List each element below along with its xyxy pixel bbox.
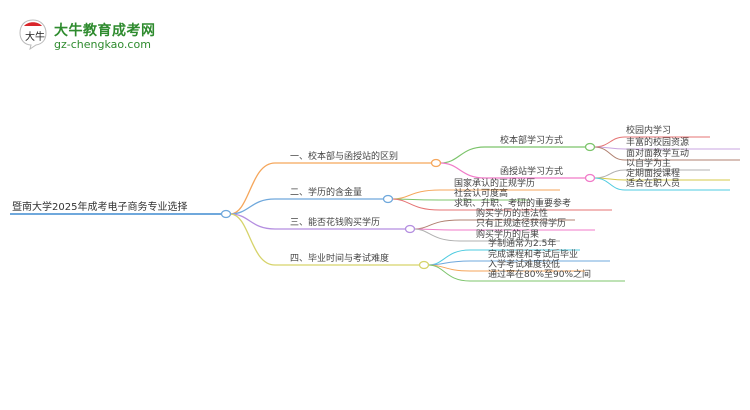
logo-badge-icon: 大牛: [19, 19, 47, 50]
leaf-node[interactable]: 求职、升职、考研的重要参考: [454, 199, 572, 209]
leaf-node[interactable]: 购买学历的违法性: [476, 209, 549, 219]
logo-url: gz-chengkao.com: [54, 38, 151, 51]
branch-1-sub-2-node[interactable]: 函授站学习方式: [500, 167, 564, 177]
mindmap-root-node[interactable]: 暨南大学2025年成考电子商务专业选择: [12, 202, 188, 213]
leaf-node[interactable]: 定期面授课程: [626, 169, 681, 179]
svg-text:大牛: 大牛: [25, 30, 45, 43]
leaf-node[interactable]: 购买学历的后果: [476, 230, 540, 240]
logo-title: 大牛教育成考网: [54, 23, 156, 39]
leaf-node[interactable]: 学制通常为2.5年: [488, 239, 557, 249]
branch-2-node[interactable]: 二、学历的含金量: [290, 188, 363, 198]
leaf-node[interactable]: 适合在职人员: [626, 179, 681, 189]
leaf-node[interactable]: 通过率在80%至90%之间: [488, 270, 592, 280]
leaf-node[interactable]: 面对面教学互动: [626, 149, 690, 159]
leaf-node[interactable]: 只有正规途径获得学历: [476, 219, 567, 229]
branch-1-sub-1-node[interactable]: 校本部学习方式: [500, 136, 564, 146]
branch-4-node[interactable]: 四、毕业时间与考试难度: [290, 254, 390, 264]
site-logo[interactable]: 大牛 大牛教育成考网 gz-chengkao.com: [18, 18, 158, 54]
branch-3-node[interactable]: 三、能否花钱购买学历: [290, 218, 381, 228]
leaf-node[interactable]: 国家承认的正规学历: [454, 179, 536, 189]
leaf-node[interactable]: 社会认可度高: [454, 189, 509, 199]
leaf-node[interactable]: 完成课程和考试后毕业: [488, 250, 579, 260]
leaf-node[interactable]: 入学考试难度较低: [488, 260, 561, 270]
leaf-node[interactable]: 校园内学习: [626, 126, 672, 136]
branch-1-node[interactable]: 一、校本部与函授站的区别: [290, 152, 399, 162]
leaf-node[interactable]: 以自学为主: [626, 159, 672, 169]
leaf-node[interactable]: 丰富的校园资源: [626, 138, 690, 148]
